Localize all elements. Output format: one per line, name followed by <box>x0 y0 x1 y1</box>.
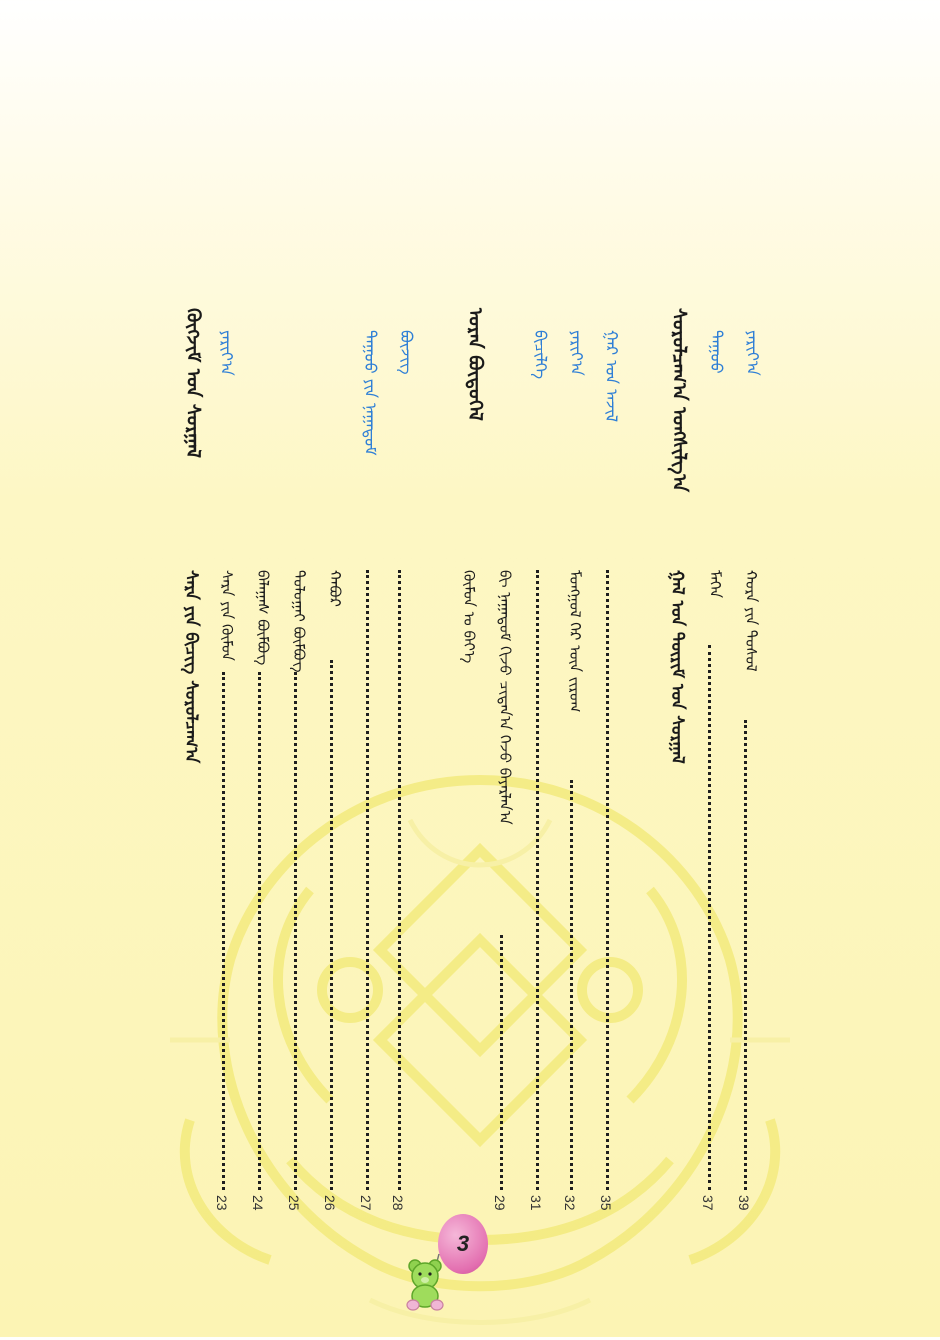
page-ref: 35 <box>598 1195 614 1211</box>
toc-entry[interactable]: ᠮᠣᠩᠭᠣᠯ ᠭᠡᠷ ᠦᠨ ᠵᠢᠷᠤᠭ <box>566 570 584 713</box>
dot-leader <box>744 720 747 1190</box>
toc-entry[interactable]: ᠬᠤᠷᠠ ᠶᠢᠨ ᠳᠤᠰᠤᠯ <box>742 570 760 672</box>
dot-leader <box>222 672 225 1190</box>
page-ref: 26 <box>322 1195 338 1211</box>
dot-leader <box>258 672 261 1190</box>
page-ref: 24 <box>250 1195 266 1211</box>
page-ref: 29 <box>492 1195 508 1211</box>
dot-leader <box>294 672 297 1190</box>
section-subitem: ᠪᠦᠵᠢᠭ <box>397 330 416 375</box>
page-ref: 23 <box>214 1195 230 1211</box>
page-ref: 27 <box>358 1195 374 1211</box>
page-ref: 31 <box>528 1195 544 1211</box>
section-heading-3: ᠬᠦᠭᠵᠢᠮ ᠤᠨ ᠰᠤᠷᠭᠠᠯ <box>182 308 204 458</box>
toc-entry[interactable]: ᠬᠦᠮᠦᠨ ᠤ ᠪᠡᠶ᠎ᠡ <box>460 570 478 664</box>
dot-leader <box>366 570 369 1190</box>
toc-entry[interactable]: ᠰᠠᠷᠠ ᠶᠢᠨ ᠬᠦᠮᠦᠨ <box>218 570 236 661</box>
toc-entry[interactable]: ᠭᠠᠯ ᠤᠨ ᠳᠦᠷᠢᠮ ᠤᠨ ᠰᠤᠷᠭᠠᠯ <box>667 570 687 764</box>
page-ref: 28 <box>390 1195 406 1211</box>
page-number: 3 <box>456 1231 470 1256</box>
section-subitem: ᠳᠠᠭᠤᠤ ᠶᠢᠨ ᠨᠠᠭᠠᠳᠤᠮ <box>361 330 380 456</box>
dot-leader <box>606 570 609 1190</box>
toc-entry[interactable]: ᠬᠠᠪᠤᠷ <box>326 570 344 607</box>
toc-entry[interactable]: ᠮᠡᠭᠡᠨ <box>706 570 724 599</box>
dot-leader <box>330 660 333 1190</box>
section-heading-1: ᠰᠤᠷᠤᠯᠴᠠᠭ᠎ᠠ ᠤᠩᠰᠢᠯᠭ᠎ᠠ <box>668 308 690 493</box>
section-subitem: ᠪᠢᠴᠢᠯᠭᠡ <box>531 330 550 380</box>
page-ref: 37 <box>700 1195 716 1211</box>
section-subitem: ᠳᠠᠭᠤᠤ <box>707 330 726 374</box>
teddy-bear-icon <box>406 1253 444 1311</box>
section-heading-2: ᠤᠷᠠᠨ ᠪᠦᠲᠦᠭᠡᠯ <box>464 308 486 421</box>
toc-entry[interactable]: ᠰᠠᠷᠠ ᠶᠢᠨ ᠪᠢᠴᠢᠭ ᠰᠤᠷᠤᠯᠴᠠᠭ᠎ᠠ <box>181 570 201 764</box>
toc-entry[interactable]: ᠪᠢ ᠨᠠᠭᠠᠳᠤᠮ ᠬᠢᠵᠦ ᠴᠢᠳᠠᠨ᠎ᠠ ᠭᠡᠵᠦ ᠪᠠᠶᠠᠷᠯᠠᠨ᠎ᠠ <box>496 570 514 825</box>
dot-leader <box>536 570 539 1190</box>
page-number-balloon: 3 <box>438 1214 488 1274</box>
page-ref: 25 <box>286 1195 302 1211</box>
dot-leader <box>398 570 401 1190</box>
page-ref: 39 <box>736 1195 752 1211</box>
dot-leader <box>570 780 573 1190</box>
page-ref: 32 <box>562 1195 578 1211</box>
section-subitem: ᠶᠠᠷᠢᠶ᠎ᠠ <box>217 330 236 376</box>
dot-leader <box>500 935 503 1190</box>
section-subitem: ᠶᠠᠷᠢᠶ᠎ᠠ <box>567 330 586 376</box>
section-subitem: ᠭᠠᠷ ᠤᠨ ᠠᠵᠢᠯ <box>602 330 621 423</box>
section-subitem: ᠶᠠᠷᠢᠶ᠎ᠠ <box>743 330 762 376</box>
toc-entry[interactable]: ᠲᠤᠯᠤᠭᠠᠢ ᠪᠦᠮᠪᠦᠭ <box>290 570 308 673</box>
toc-entry[interactable]: ᠪᠠᠯᠠᠭᠠᠰ ᠪᠦᠮᠪᠦᠭ <box>254 570 272 666</box>
dot-leader <box>708 645 711 1190</box>
